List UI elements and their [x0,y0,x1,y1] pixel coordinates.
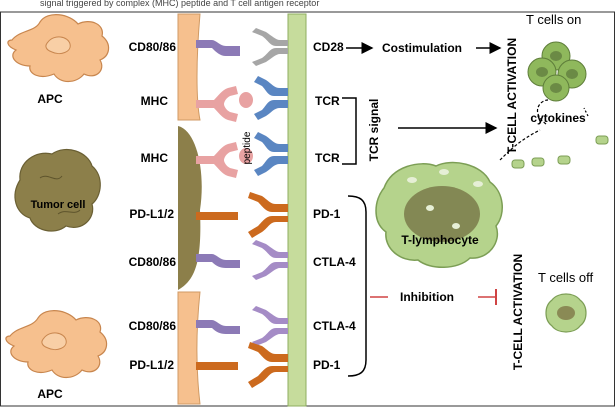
tcr-receptor-2 [254,132,288,176]
cytokine-particles [511,135,609,169]
receptor-label-ctla-4-2: CTLA-4 [313,319,356,333]
receptor-label-cd28: CD28 [313,40,344,54]
peptide-label: peptide [242,131,253,164]
cytokine-arrow-1 [536,99,549,125]
t-cell-membrane [287,13,307,407]
inhibition-label: Inhibition [400,290,454,304]
ligand-label-pd-l1-2-1: PD-L1/2 [129,207,174,221]
inhibition-bracket [347,195,367,377]
t-lymphocyte-label: T-lymphocyte [401,233,479,247]
apc-top-cell [7,14,110,83]
ctla-4-receptor-1 [252,240,288,280]
figure-frame [0,11,615,407]
receptor-label-ctla-4-1: CTLA-4 [313,255,356,269]
tcr-receptor-1 [254,76,288,120]
ligand-label-cd80-86-3: CD80/86 [129,319,177,333]
t-cell-activation-label-top: T-CELL ACTIVATION [505,38,519,154]
ctla-4-receptor-2 [252,306,288,346]
ligand-label-cd80-86-1: CD80/86 [129,40,177,54]
ligand-label-mhc-2: MHC [141,151,169,165]
apc-bottom-label: APC [37,387,63,401]
header-fragment: signal triggered by complex (MHC) peptid… [40,0,319,8]
ligand-label-pd-l1-2-2: PD-L1/2 [129,358,174,372]
cytokine-arrow-2 [499,129,541,161]
peptide-1 [239,92,253,108]
tcr-bracket [342,97,357,165]
pd-1-receptor-2 [248,342,288,388]
pd-1-receptor-1 [248,192,288,238]
tumor-membrane [178,126,202,290]
tcr-signal-label: TCR signal [367,99,381,162]
apc-top-membrane [177,13,201,121]
receptor-label-pd-1-2: PD-1 [313,358,341,372]
receptor-label-tcr-2: TCR [315,151,340,165]
receptor-label-pd-1-1: PD-1 [313,207,341,221]
ligand-label-mhc-1: MHC [141,94,169,108]
tumor-cell [14,149,101,232]
t-cell-activation-label-bottom: T-CELL ACTIVATION [511,254,525,370]
ligand-label-cd80-86-2: CD80/86 [129,255,177,269]
costimulation-label: Costimulation [382,41,462,55]
cd80-86-ligand-1 [196,40,240,56]
peptide-2 [239,148,253,164]
apc-bottom-membrane [177,291,201,405]
cytokine-arrow-3 [583,107,589,117]
receptor-label-tcr-1: TCR [315,94,340,108]
pd-l1-2-ligand-2 [196,362,238,370]
activated-t-cells-cluster [527,41,587,102]
t-cells-off-label: T cells off [538,270,594,285]
cd80-86-ligand-2 [196,254,240,268]
cd80-86-ligand-3 [196,320,240,334]
t-lymphocyte-cell [375,161,503,268]
cd28-receptor [252,28,288,66]
pd-l1-2-ligand-1 [196,212,238,220]
tumor-cell-label: Tumor cell [31,199,86,211]
cytokines-label: cytokines [530,111,586,125]
inactive-t-cell [545,293,587,333]
t-cells-on-label: T cells on [526,12,581,27]
mhc-molecule-2 [196,142,238,178]
apc-bottom-cell [5,310,108,379]
mhc-molecule-1 [196,86,238,122]
apc-top-label: APC [37,92,63,106]
